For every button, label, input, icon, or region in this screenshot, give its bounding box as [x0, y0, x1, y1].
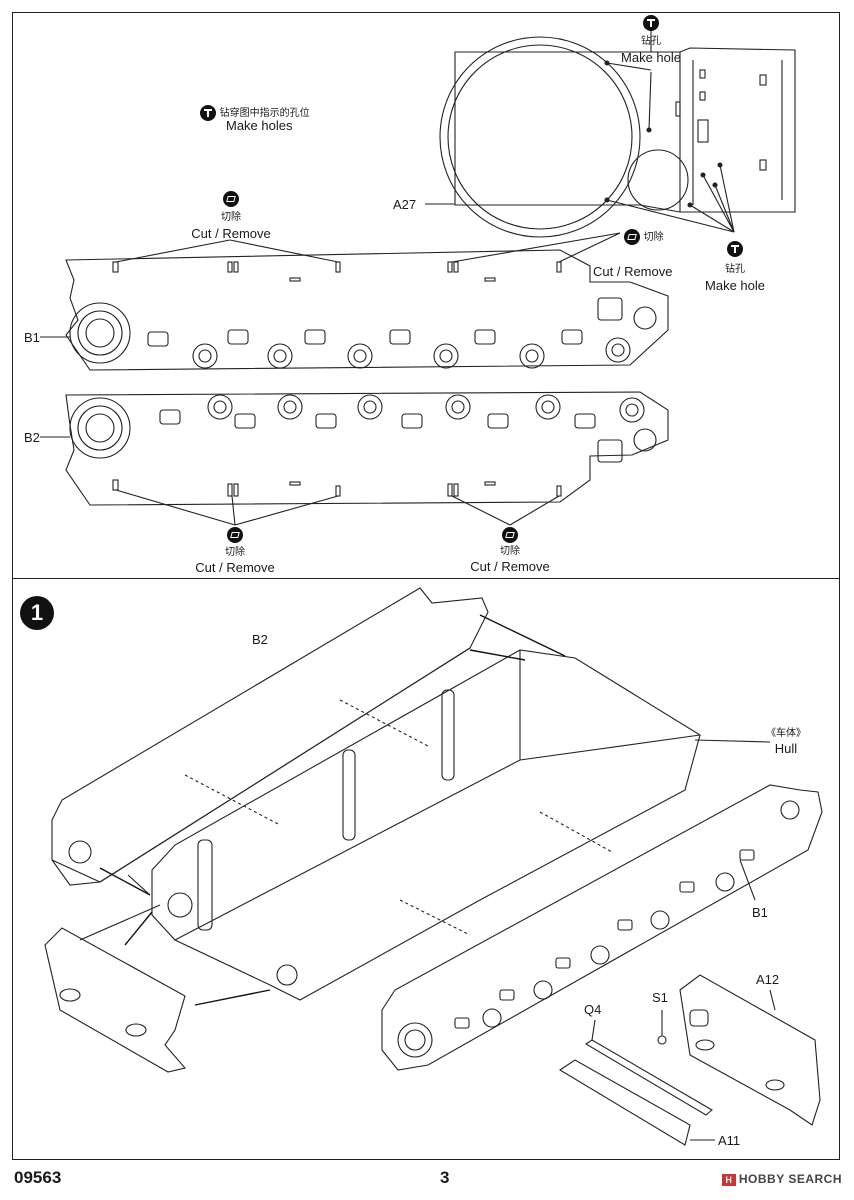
step1-label-q4: Q4 — [584, 1002, 602, 1017]
step1-label-hull-zh: 《车体》 — [766, 728, 806, 739]
step1-label-b1: B1 — [752, 905, 768, 920]
cut-symbol-icon — [502, 526, 518, 543]
cut-callout-right: 切除 — [624, 228, 664, 245]
cut-callout-bottom-right — [502, 526, 518, 543]
drill-callout-top — [643, 14, 659, 31]
section-divider — [12, 578, 840, 579]
watermark-logo-icon: H — [721, 1173, 736, 1186]
cut-callout-bottom-right-en: Cut / Remove — [470, 559, 550, 574]
drill-callout-top-en: Make hole — [621, 50, 681, 65]
step1-arrows — [99, 614, 566, 1006]
part-a27-drawing — [425, 30, 796, 238]
instruction-page-frame — [12, 12, 840, 1160]
part-label-a27: A27 — [393, 197, 417, 212]
drill-callout-right-zh: 钻孔 — [725, 264, 745, 275]
cut-callout-top — [223, 190, 239, 207]
step1-hull-tub-drawing — [151, 649, 771, 1001]
cut-callout-bottom-left — [227, 526, 243, 543]
watermark-text: HOBBY SEARCH — [738, 1172, 842, 1186]
kit-number: 09563 — [14, 1168, 62, 1187]
step-number-badge: 1 — [20, 596, 54, 630]
cut-callout-bottom-left-en: Cut / Remove — [195, 560, 275, 575]
step1-label-hull-en: Hull — [774, 741, 798, 756]
step1-label-a11: A11 — [718, 1133, 741, 1148]
drill-symbol-icon — [200, 104, 216, 121]
step1-label-a12: A12 — [756, 972, 780, 987]
drill-callout-right-en: Make hole — [705, 278, 765, 293]
cut-callout-bottom-left-zh: 切除 — [225, 547, 245, 558]
drill-callout-top-zh: 钻孔 — [641, 36, 661, 47]
make-holes-instruction: 钻穿图中指示的孔位 — [200, 104, 310, 121]
cut-symbol-icon — [223, 190, 239, 207]
make-holes-instruction-en: Make holes — [226, 118, 293, 133]
cut-callout-right-en: Cut / Remove — [593, 264, 673, 279]
cut-callout-top-zh: 切除 — [221, 212, 241, 223]
cut-callout-bottom-right-zh: 切除 — [500, 546, 520, 557]
page-number: 3 — [440, 1168, 450, 1187]
cut-callout-top-en: Cut / Remove — [191, 226, 271, 241]
step1-rear-plate-left-drawing — [44, 904, 187, 1073]
part-b1-drawing — [40, 232, 669, 371]
step1-label-b2: B2 — [252, 632, 268, 647]
drill-callout-right — [727, 240, 743, 257]
step1-b2-plate-drawing — [51, 587, 489, 896]
step1-b1-plate-drawing — [381, 784, 823, 1071]
step1-a12-a11-q4-drawing — [558, 974, 821, 1146]
step1-label-s1: S1 — [652, 990, 668, 1005]
part-b2-drawing — [40, 391, 669, 526]
drill-symbol-icon — [727, 240, 743, 257]
part-label-b1: B1 — [24, 330, 40, 345]
cut-symbol-icon — [624, 228, 640, 245]
cut-symbol-icon — [227, 526, 243, 543]
part-label-b2: B2 — [24, 430, 40, 445]
drill-symbol-icon — [643, 14, 659, 31]
